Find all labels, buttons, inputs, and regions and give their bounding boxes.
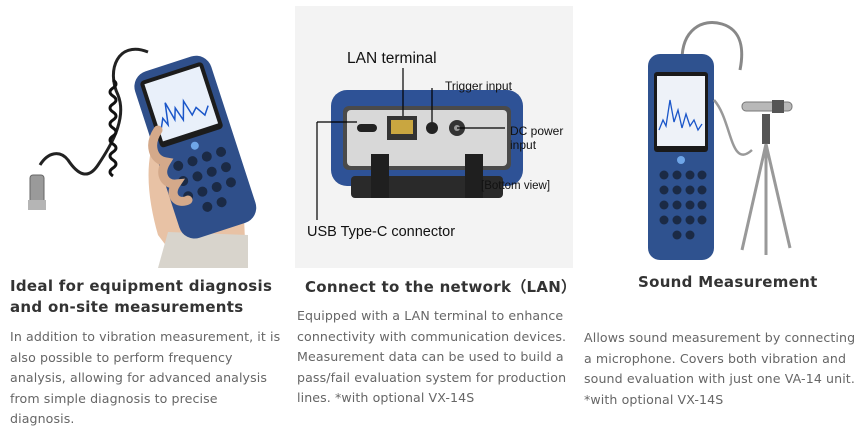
description-line: a microphone. Covers both vibration and xyxy=(584,350,847,366)
callout-lan-terminal: LAN terminal xyxy=(347,50,437,67)
title-line: Ideal for equipment diagnosis xyxy=(10,277,273,295)
feature-title: Connect to the network（LAN） xyxy=(305,278,577,296)
description-line: Measurement data can be used to build a xyxy=(297,349,564,365)
callout-bottom-view: [Bottom view] xyxy=(481,180,551,192)
callout-usb-c: USB Type-C connector xyxy=(307,224,456,240)
title-line: and on-site measurements xyxy=(10,298,244,316)
description-line: pass/fail evaluation system for producti… xyxy=(297,369,567,385)
description-line: Allows sound measurement by connecting xyxy=(584,330,856,345)
description-line: In addition to vibration measurement, it… xyxy=(10,329,281,344)
description-line: Equipped with a LAN terminal to enhance xyxy=(297,308,564,323)
feature-description: In addition to vibration measurement, it… xyxy=(10,327,285,430)
description-line: lines. *with optional VX-14S xyxy=(297,390,475,406)
description-line: sound evaluation with just one VA-14 uni… xyxy=(584,371,855,387)
description-line: from simple diagnosis to precise diagnos… xyxy=(10,390,218,427)
callout-dc-power: DC power input xyxy=(510,124,563,152)
feature-description: Equipped with a LAN terminal to enhance … xyxy=(297,306,566,409)
handheld-device-photo xyxy=(8,0,278,268)
bottom-view-photo: LAN terminal Trigger input DC power inpu… xyxy=(295,6,573,268)
description-line: connectivity with communication devices. xyxy=(297,328,567,344)
feature-description: Allows sound measurement by connecting a… xyxy=(584,328,855,410)
sound-measurement-photo xyxy=(622,10,852,264)
callout-trigger-input: Trigger input xyxy=(445,79,512,93)
description-line: *with optional VX-14S xyxy=(584,391,724,407)
callout-line: input xyxy=(510,138,537,152)
feature-title: Sound Measurement xyxy=(638,273,818,291)
callout-line: DC power xyxy=(510,124,564,138)
description-line: also possible to perform frequency xyxy=(10,349,233,365)
description-line: analysis, allowing for advanced analysis xyxy=(10,370,268,386)
feature-title: Ideal for equipment diagnosis and on-sit… xyxy=(10,276,272,318)
